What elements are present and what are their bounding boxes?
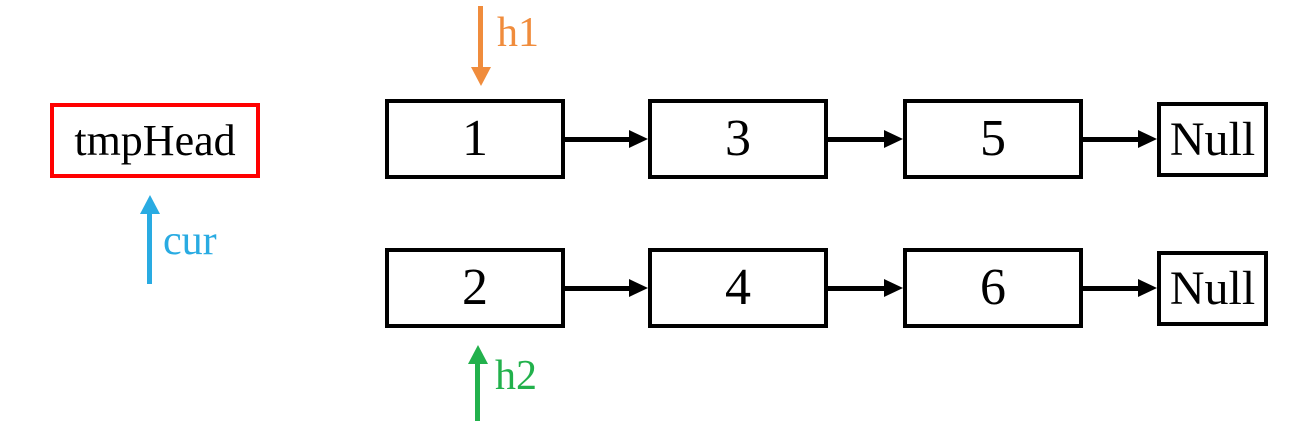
list2-node-2: 2 xyxy=(385,248,565,328)
list1-null-node: Null xyxy=(1157,102,1268,177)
h1-pointer-arrow-icon xyxy=(471,6,491,86)
list1-connector-3-icon xyxy=(1081,130,1157,148)
list1-node-3-value: 3 xyxy=(725,110,751,167)
list2-node-2-value: 2 xyxy=(462,259,488,316)
list1-node-3: 3 xyxy=(648,99,828,179)
h1-pointer-label: h1 xyxy=(497,10,539,56)
list2-connector-3-icon xyxy=(1081,279,1157,297)
cur-arrow-head xyxy=(140,195,160,214)
list2-connector-1-icon xyxy=(565,279,648,297)
list1-connector-2-icon xyxy=(828,130,903,148)
h2-arrow-shaft xyxy=(475,360,480,421)
list2-node-6-value: 6 xyxy=(980,259,1006,316)
list2-connector-2-icon xyxy=(828,279,903,297)
h1-arrow-head xyxy=(471,67,491,86)
list1-null-label: Null xyxy=(1169,112,1256,166)
list1-node-5: 5 xyxy=(903,99,1083,179)
h1-arrow-shaft xyxy=(478,6,483,71)
list2-node-6: 6 xyxy=(903,248,1083,328)
list1-node-1: 1 xyxy=(385,99,565,179)
list1-connector-1-icon xyxy=(565,130,648,148)
list2-null-node: Null xyxy=(1157,251,1268,326)
list2-node-4-value: 4 xyxy=(725,259,751,316)
h2-pointer-label: h2 xyxy=(495,353,537,399)
tmphead-label: tmpHead xyxy=(74,115,236,165)
cur-pointer-arrow-icon xyxy=(140,195,160,284)
h2-arrow-head xyxy=(468,345,488,364)
list1-node-5-value: 5 xyxy=(980,110,1006,167)
list2-null-label: Null xyxy=(1169,261,1256,315)
list1-node-1-value: 1 xyxy=(462,110,488,167)
h2-pointer-arrow-icon xyxy=(468,345,488,421)
list2-node-4: 4 xyxy=(648,248,828,328)
cur-pointer-label: cur xyxy=(163,218,217,264)
tmphead-box: tmpHead xyxy=(50,103,260,178)
cur-arrow-shaft xyxy=(147,210,152,284)
